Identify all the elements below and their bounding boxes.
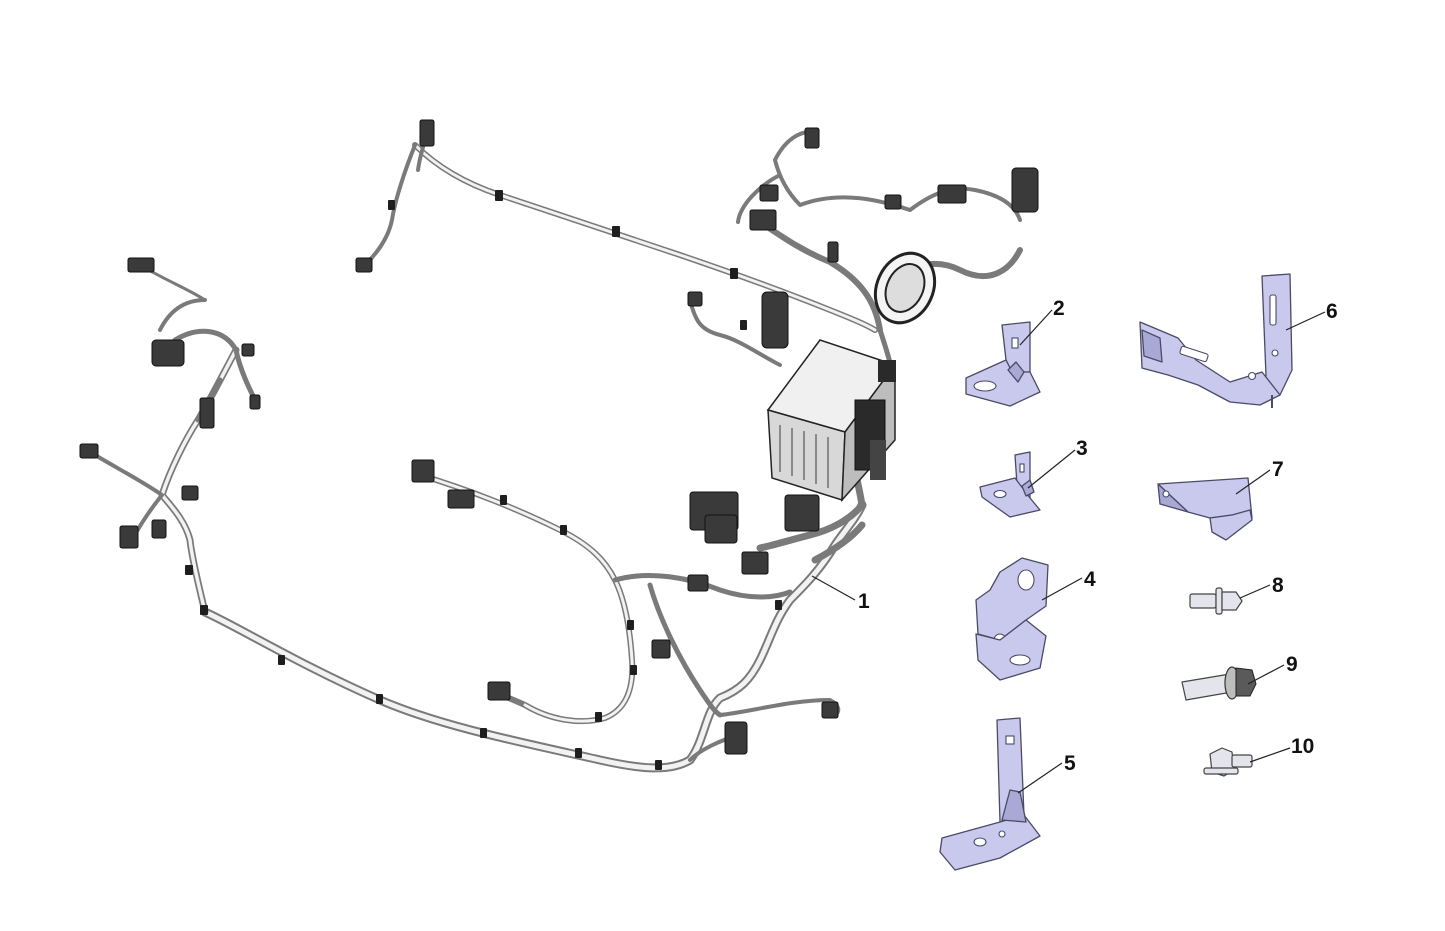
- grommet: [873, 251, 937, 325]
- bracket-part-2: [965, 321, 1041, 407]
- callout-9: 9: [1286, 653, 1298, 676]
- bracket-part-3: [979, 451, 1041, 518]
- bracket-part-6: [1139, 273, 1293, 408]
- bracket-part-7: [1157, 477, 1253, 541]
- callout-2: 2: [1053, 297, 1065, 320]
- callout-5: 5: [1064, 752, 1076, 775]
- callout-leaders: [811, 309, 1326, 794]
- bracket-part-4: [975, 557, 1049, 681]
- wiring-harness-part-1: [79, 119, 1039, 773]
- bracket-part-5: [939, 717, 1041, 871]
- callout-10: 10: [1291, 735, 1314, 758]
- callout-numbers: 1 2 3 4 5 6 7 8 9 10: [858, 297, 1338, 775]
- flange-bolt-part-8: [1189, 587, 1243, 615]
- callout-8: 8: [1272, 574, 1284, 597]
- callout-4: 4: [1084, 568, 1096, 591]
- callout-7: 7: [1272, 458, 1284, 481]
- flange-bolt-part-9: [1181, 666, 1257, 701]
- flange-bolt-part-10: [1203, 747, 1253, 777]
- callout-6: 6: [1326, 300, 1338, 323]
- callout-1: 1: [858, 590, 870, 613]
- fuse-box: [766, 339, 897, 503]
- callout-3: 3: [1076, 437, 1088, 460]
